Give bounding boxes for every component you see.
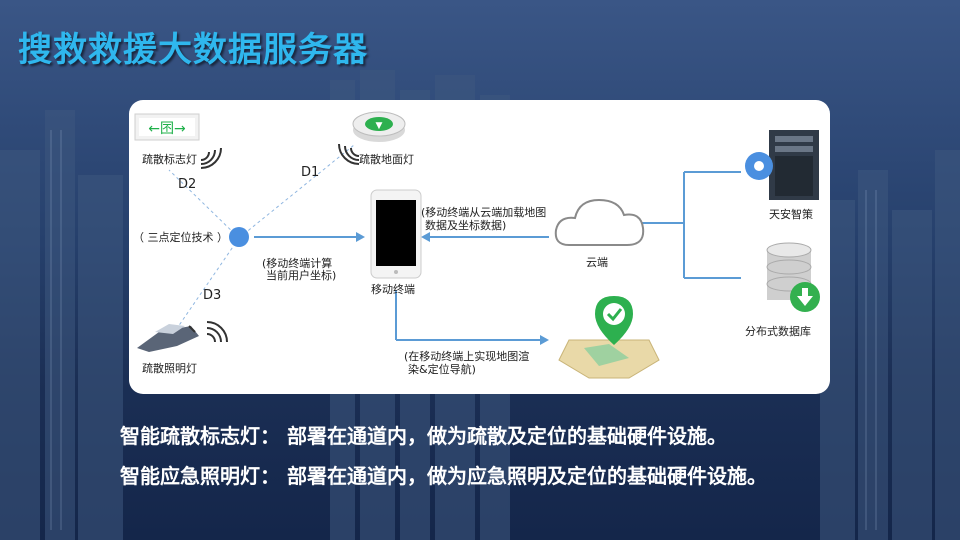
location-node [229,227,249,247]
tech-label: （ 三点定位技术 ） [133,231,228,244]
line-d1 [238,144,355,239]
d3-label: D3 [203,288,222,303]
d1-label: D1 [301,165,320,180]
arrow-head-to-mobile [356,232,365,242]
slide-title: 搜救救援大数据服务器 [18,30,368,70]
cloud-label: 云端 [586,256,608,269]
emergency-light-label: 疏散照明灯 [142,362,197,375]
load-label-line2: 数据及坐标数据) [425,219,507,232]
d2-label: D2 [178,177,197,192]
mobile-phone-icon [370,189,422,279]
diagram-graphics: ←囨→ ▼ [134,111,820,379]
server-icon [745,130,819,200]
floor-light-label: 疏散地面灯 [359,153,414,166]
svg-text:▼: ▼ [376,121,383,131]
cloud-icon [554,198,645,246]
evac-sign-icon: ←囨→ [134,113,200,141]
db-label: 分布式数据库 [745,325,811,338]
caption-line-1: 智能疏散标志灯： 部署在通道内，做为疏散及定位的基础硬件设施。 [120,424,727,448]
svg-text:←囨→: ←囨→ [148,121,186,137]
wifi-icon-emergency [206,321,228,343]
wifi-icon-sign [200,147,222,169]
map-pin-icon [558,296,660,379]
render-label-line2: 染&定位导航) [408,363,476,376]
calc-label-line2: 当前用户坐标) [266,269,337,282]
caption-line-2: 智能应急照明灯： 部署在通道内，做为应急照明及定位的基础硬件设施。 [120,464,767,488]
line-d2 [168,169,240,239]
line-d3 [168,237,240,341]
floor-light-icon: ▼ [352,111,406,142]
tianan-label: 天安智策 [769,208,813,221]
triangulation-lines [168,144,355,341]
render-label-line1: (在移动终端上实现地图渲 [404,350,530,363]
database-icon [766,242,820,312]
evac-sign-label: 疏散标志灯 [142,153,197,166]
load-label-line1: (移动终端从云端加载地图 [421,206,547,219]
arrow-head-cloud-to-mobile [421,232,430,242]
diagram-panel: ←囨→ ▼ [129,100,830,394]
wifi-icon-floor [338,143,360,165]
mobile-label: 移动终端 [371,283,415,296]
calc-label-line1: (移动终端计算 [262,257,333,270]
emergency-light-icon [137,324,199,352]
